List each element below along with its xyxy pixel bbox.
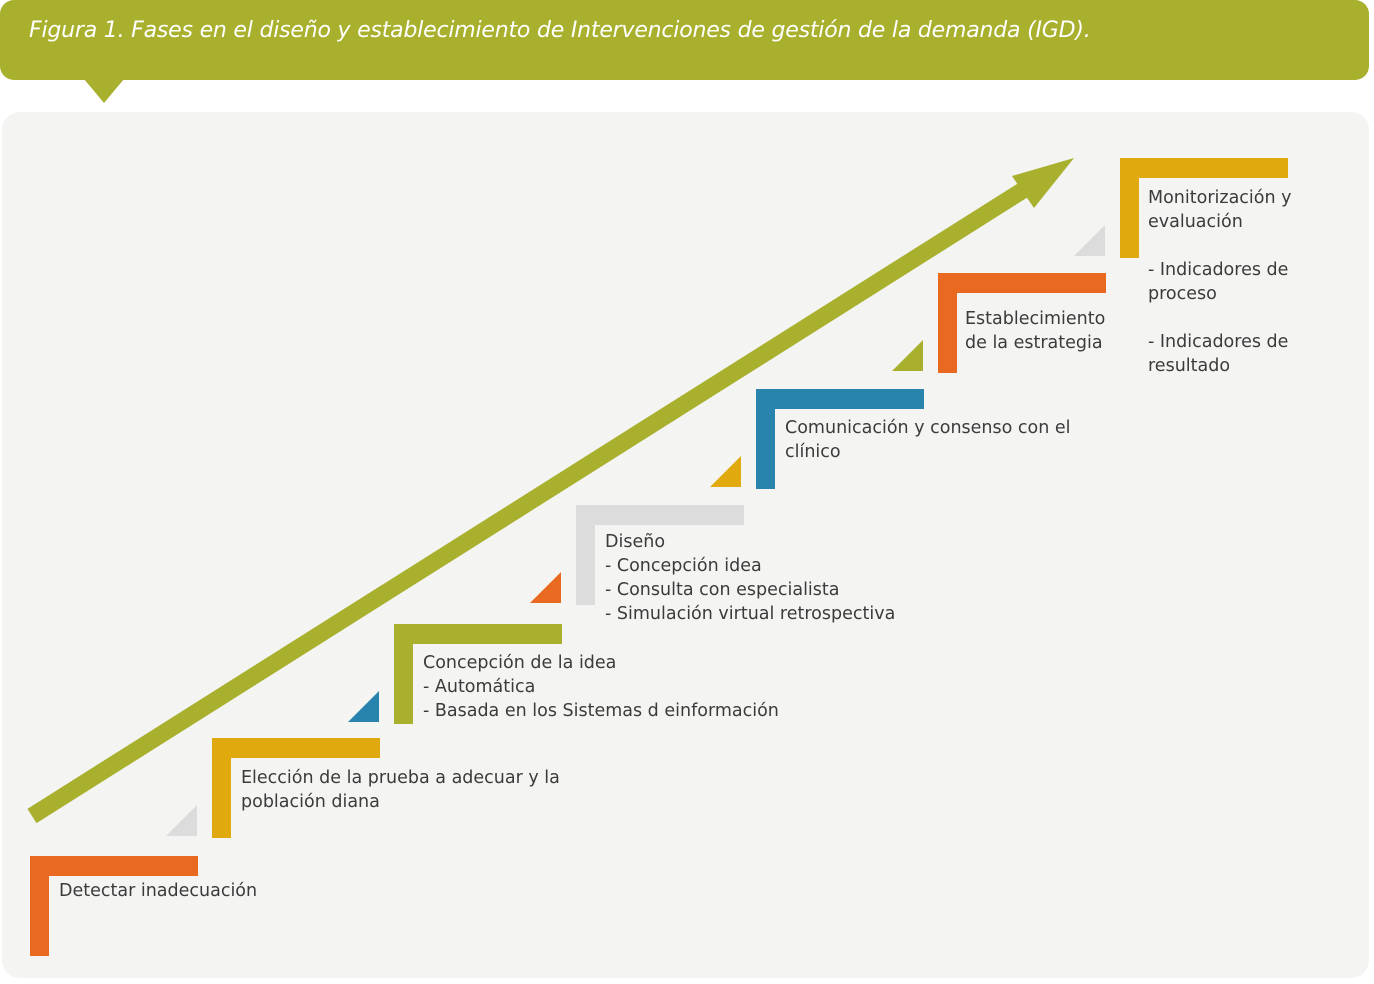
step-post-detectar <box>30 856 49 956</box>
step-line: Detectar inadecuación <box>59 881 258 901</box>
step-post-establecimiento <box>938 273 957 373</box>
step-line: - Automática <box>423 677 536 697</box>
step-bar-monitorizacion <box>1120 158 1288 178</box>
step-post-concepcion <box>394 624 413 724</box>
step-text-eleccion: Elección de la prueba a adecuar y la pobl… <box>241 766 560 814</box>
step-bracket-concepcion <box>394 624 562 724</box>
step-post-eleccion <box>212 738 231 838</box>
step-line: clínico <box>785 442 841 462</box>
connectors-layer <box>166 225 1105 836</box>
step-connector-triangle <box>892 340 923 371</box>
step-text-detectar: Detectar inadecuación <box>59 879 257 903</box>
step-connector-triangle <box>166 805 197 836</box>
step-text-concepcion: Concepción de la idea - Automática - Basad… <box>423 651 779 723</box>
step-connector-triangle <box>1074 225 1105 256</box>
step-text-monitorizacion: Monitorización y evaluación - Indicadores … <box>1148 186 1292 378</box>
step-bar-eleccion <box>212 738 380 758</box>
figure-title: Figura 1. Fases en el diseño y estableci… <box>29 18 1091 43</box>
step-line: Elección de la prueba a adecuar y la <box>241 768 560 788</box>
step-connector-triangle <box>710 456 741 487</box>
figure-title-banner: Figura 1. Fases en el diseño y estableci… <box>0 0 1369 80</box>
step-line: - Indicadores de <box>1148 260 1289 280</box>
step-bracket-detectar <box>30 856 198 956</box>
step-line: - Concepción idea <box>605 556 762 576</box>
step-bracket-eleccion <box>212 738 380 838</box>
step-line: Comunicación y consenso con el <box>785 418 1071 438</box>
step-bracket-diseno <box>576 505 744 605</box>
step-text-establecimiento: Establecimiento de la estrategia <box>965 307 1105 355</box>
title-banner-pointer <box>84 79 124 103</box>
step-bracket-establecimiento <box>938 273 1106 373</box>
step-line: Monitorización y <box>1148 188 1292 208</box>
step-line: de la estrategia <box>965 333 1103 353</box>
step-post-monitorizacion <box>1120 158 1139 258</box>
step-line: proceso <box>1148 284 1217 304</box>
step-line: Concepción de la idea <box>423 653 617 673</box>
progress-arrow-shaft <box>27 174 1041 824</box>
step-bar-comunicacion <box>756 389 924 409</box>
step-line: - Basada en los Sistemas d einformación <box>423 701 779 721</box>
step-line: evaluación <box>1148 212 1243 232</box>
step-line: Establecimiento <box>965 309 1106 329</box>
step-text-diseno: Diseño - Concepción idea - Consulta con es… <box>605 530 895 626</box>
step-bar-detectar <box>30 856 198 876</box>
step-line: - Indicadores de <box>1148 332 1289 352</box>
line-spacer <box>1148 234 1292 258</box>
step-connector-triangle <box>348 691 379 722</box>
step-line: resultado <box>1148 356 1231 376</box>
step-bar-diseno <box>576 505 744 525</box>
step-connector-triangle <box>530 572 561 603</box>
step-line: Diseño <box>605 532 666 552</box>
step-line: - Simulación virtual retrospectiva <box>605 604 896 624</box>
step-post-diseno <box>576 505 595 605</box>
progress-arrow-head <box>1012 158 1074 208</box>
step-bracket-comunicacion <box>756 389 924 489</box>
step-bar-establecimiento <box>938 273 1106 293</box>
steps-layer <box>30 158 1288 956</box>
step-post-comunicacion <box>756 389 775 489</box>
line-spacer <box>1148 306 1292 330</box>
step-bar-concepcion <box>394 624 562 644</box>
step-line: - Consulta con especialista <box>605 580 840 600</box>
step-text-comunicacion: Comunicación y consenso con el clínico <box>785 416 1071 464</box>
step-bracket-monitorizacion <box>1120 158 1288 258</box>
step-line: población diana <box>241 792 380 812</box>
